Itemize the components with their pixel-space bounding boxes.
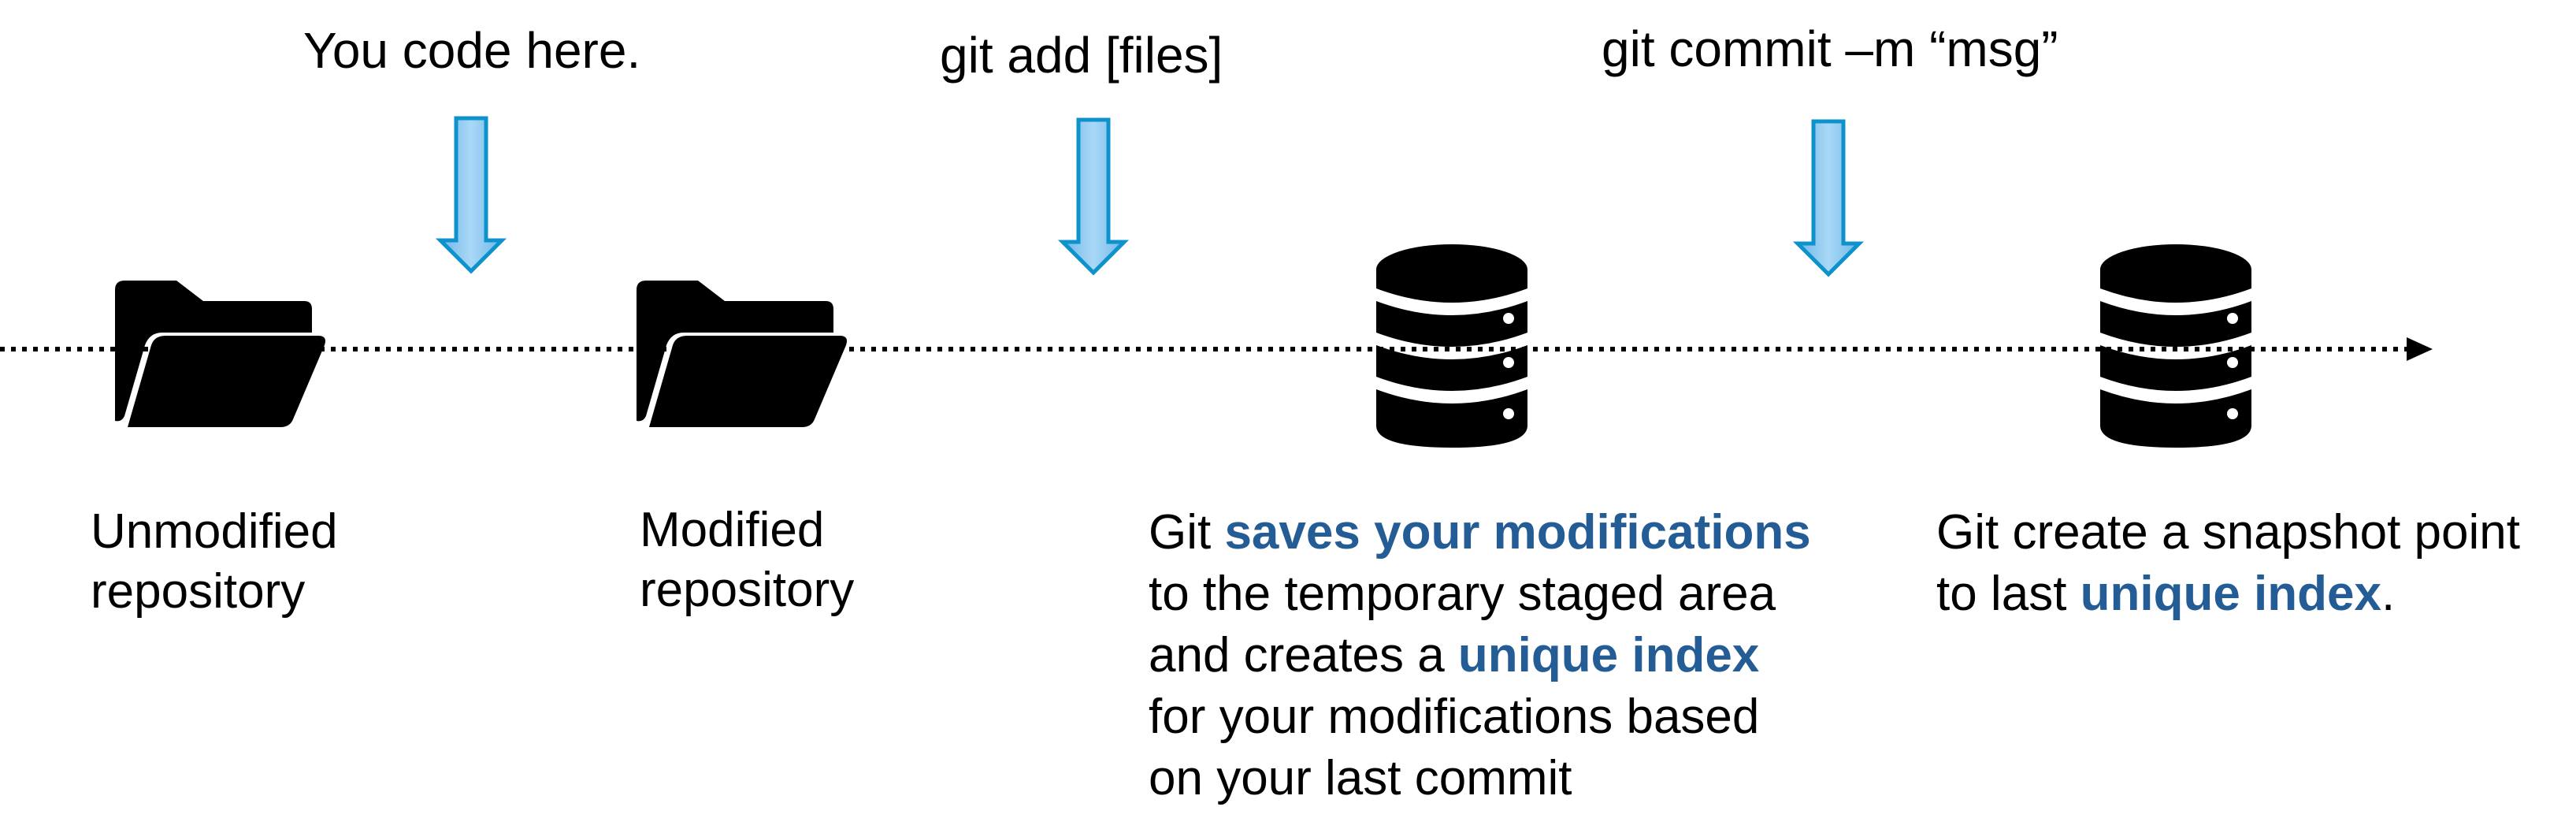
command-code-label: You code here. [303, 22, 641, 79]
staged-line1-text: Git [1149, 505, 1225, 560]
database-icon [1376, 244, 1527, 448]
timeline-arrowhead [2407, 337, 2433, 361]
database-icon [2100, 244, 2251, 448]
committed-line1: Git create a snapshot point [1936, 505, 2521, 560]
staged-line1: Git saves your modifications [1149, 502, 1811, 563]
staged-highlight-saves: saves your modifications [1224, 505, 1811, 560]
staged-highlight-unique-index: unique index [1457, 628, 1760, 682]
unmodified-repository-label: Unmodified repository [91, 502, 338, 622]
staged-line4: for your modifications based [1149, 690, 1760, 744]
folder-icon [637, 281, 847, 427]
down-arrow-icon [1063, 120, 1124, 273]
committed-line2: to last unique index. [1936, 563, 2520, 625]
unmodified-line2: repository [91, 564, 306, 619]
command-commit-label: git commit –m “msg” [1602, 20, 2058, 77]
committed-highlight-unique-index: unique index [2080, 567, 2381, 621]
staged-line3: and creates a unique index [1149, 625, 1811, 686]
modified-repository-label: Modified repository [640, 500, 854, 620]
folder-icon [115, 281, 325, 427]
committed-line2-text: to last [1936, 567, 2080, 621]
committed-description: Git create a snapshot point to last uniq… [1936, 502, 2520, 625]
staged-description: Git saves your modifications to the temp… [1149, 502, 1811, 809]
staged-line3-text: and creates a [1149, 628, 1458, 682]
down-arrow-icon [440, 118, 502, 271]
modified-line2: repository [640, 563, 855, 617]
committed-line2-period: . [2381, 567, 2396, 621]
modified-line1: Modified [640, 503, 825, 557]
unmodified-line1: Unmodified [91, 504, 338, 559]
command-add-label: git add [files] [940, 27, 1223, 84]
staged-line2: to the temporary staged area [1149, 567, 1776, 621]
staged-line5: on your last commit [1149, 751, 1572, 805]
down-arrow-icon [1798, 121, 1859, 274]
